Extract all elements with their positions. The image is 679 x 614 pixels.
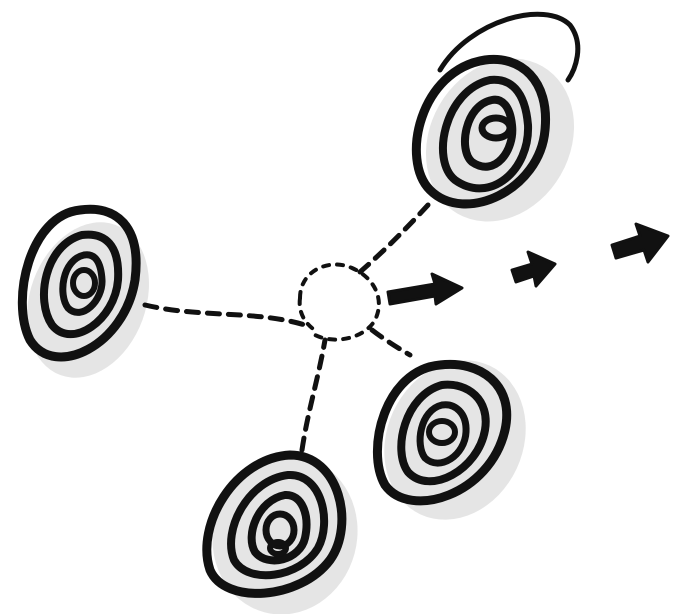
connector-bottom-left	[302, 340, 325, 450]
connector-left	[145, 305, 305, 325]
center-junction	[300, 265, 379, 340]
connector-bottom-right	[372, 330, 410, 355]
outflow-arrows	[388, 224, 668, 304]
arrow-2	[512, 252, 555, 286]
connector-top-right	[360, 205, 428, 272]
arrow-1	[388, 274, 462, 304]
arrow-3	[612, 224, 668, 262]
